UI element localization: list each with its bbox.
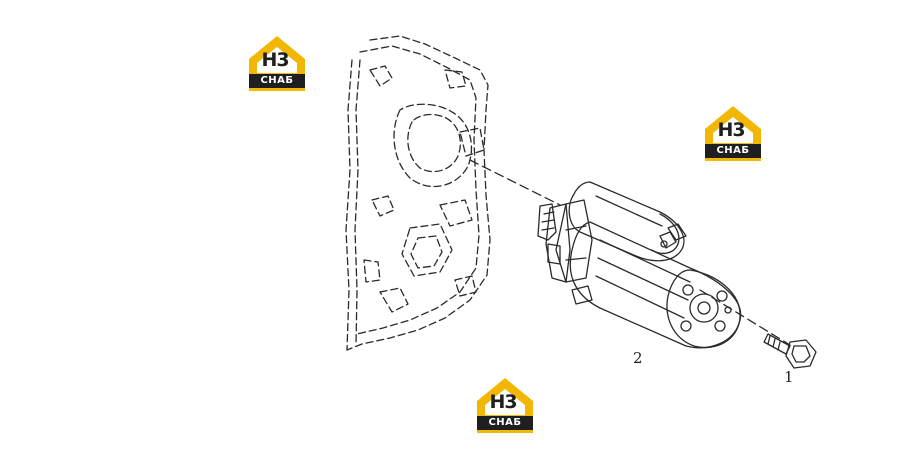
logo-caption: CHAБ [477, 416, 533, 430]
logo-caption: CHAБ [705, 144, 761, 158]
watermark-logo: H3 CHAБ [474, 375, 536, 433]
watermark-logo: H3 CHAБ [702, 103, 764, 161]
flywheel-housing [345, 35, 491, 351]
logo-mark: H3 [489, 391, 517, 413]
starter-motor [537, 181, 742, 349]
watermark-logo: H3 CHAБ [246, 33, 308, 91]
callout-2: 2 [633, 349, 643, 367]
mounting-bolt [763, 333, 817, 369]
assembly-centerline [469, 159, 561, 206]
logo-caption: CHAБ [249, 74, 305, 88]
logo-mark: H3 [717, 119, 745, 141]
logo-mark: H3 [261, 49, 289, 71]
callout-1: 1 [784, 368, 794, 386]
